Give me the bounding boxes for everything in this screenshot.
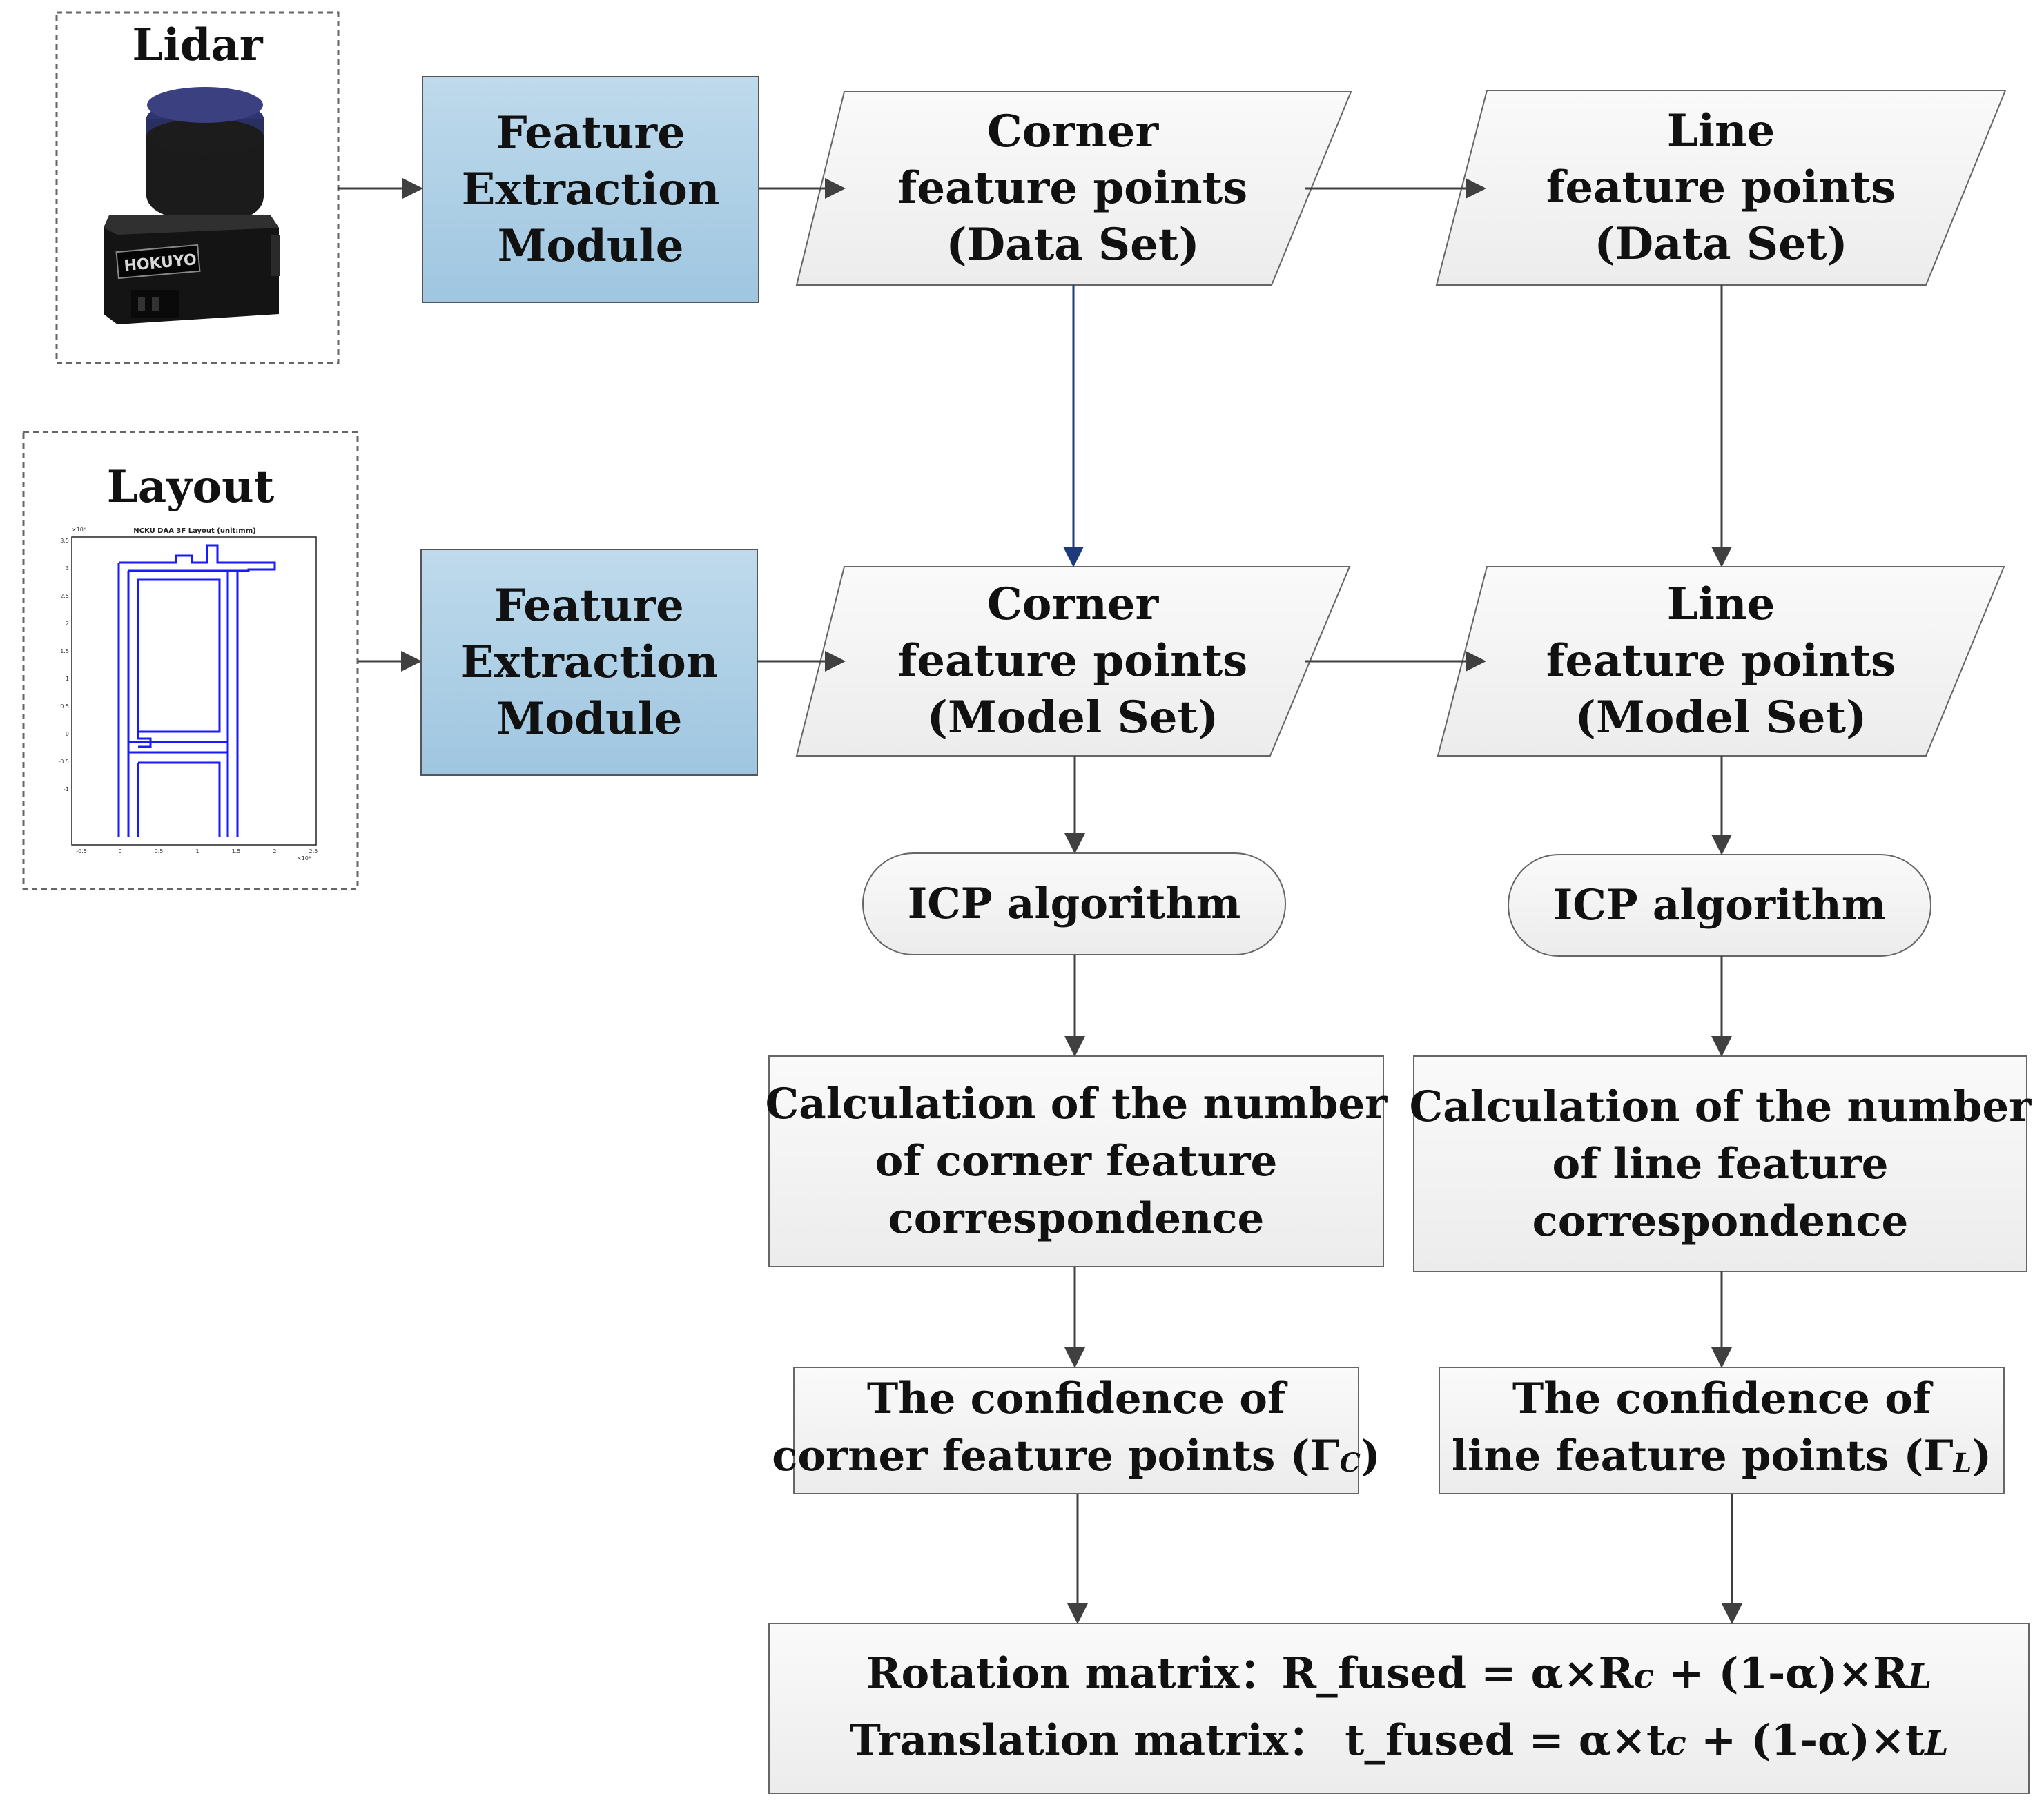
- feature-extraction-module-bottom: [420, 549, 758, 776]
- fe-top-line-2: Extraction: [461, 163, 720, 215]
- confidence-corner-text: The confidence of corner feature points …: [772, 1367, 1381, 1494]
- icp-line-label: ICP algorithm: [1553, 881, 1887, 930]
- icp-corner-text: ICP algorithm: [863, 853, 1285, 955]
- calc-corner-node: [768, 1055, 1384, 1267]
- confidence-corner-node: [793, 1367, 1359, 1494]
- confidence-line-text: The confidence of line feature points (Γ…: [1439, 1367, 2004, 1494]
- corner-data-line-3: (Data Set): [946, 219, 1200, 271]
- svg-text:-0.5: -0.5: [58, 759, 69, 765]
- connectors: [338, 178, 1742, 1624]
- svg-text:1.5: 1.5: [232, 848, 241, 855]
- svg-text:-0.5: -0.5: [76, 848, 87, 855]
- layout-y-exponent: ×10⁴: [72, 527, 86, 533]
- layout-label: Layout: [106, 461, 275, 513]
- calc-line-line-3: correspondence: [1532, 1196, 1909, 1246]
- icp-corner-label: ICP algorithm: [907, 879, 1241, 928]
- svg-text:1: 1: [195, 848, 199, 855]
- layout-y-ticks: 3.5 3 2.5 2 1.5 1 0.5 0 -0.5 -1: [58, 538, 69, 792]
- line-data-line-3: (Data Set): [1594, 218, 1848, 270]
- fusion-node: [768, 1623, 2030, 1794]
- line-data-line-1: Line: [1666, 105, 1775, 157]
- confidence-line-line-1: The confidence of: [1512, 1374, 1931, 1424]
- calc-line-line-2: of line feature: [1552, 1139, 1889, 1189]
- corner-data-text: Corner feature points (Data Set): [866, 92, 1280, 285]
- confidence-corner-line-2: corner feature points (ΓC): [772, 1432, 1381, 1481]
- fe-top-text: Feature Extraction Module: [422, 77, 759, 302]
- corner-model-line-2: feature points: [897, 635, 1248, 687]
- svg-text:0: 0: [118, 848, 121, 855]
- svg-text:1: 1: [66, 676, 69, 682]
- calc-line-line-1: Calculation of the number: [1409, 1082, 2032, 1131]
- layout-plot-title: NCKU DAA 3F Layout (unit:mm): [133, 527, 255, 535]
- svg-text:2: 2: [66, 621, 69, 627]
- corner-data-line-1: Corner: [986, 106, 1159, 157]
- svg-text:2: 2: [273, 848, 276, 855]
- corner-model-line-1: Corner: [986, 578, 1159, 630]
- calc-corner-text: Calculation of the number of corner feat…: [766, 1056, 1388, 1267]
- line-model-line-3: (Model Set): [1575, 692, 1867, 743]
- svg-text:-1: -1: [64, 786, 69, 792]
- calc-corner-line-2: of corner feature: [875, 1137, 1278, 1186]
- svg-text:0.5: 0.5: [60, 703, 69, 710]
- fe-bottom-text: Feature Extraction Module: [421, 549, 757, 775]
- line-data-text: Line feature points (Data Set): [1514, 90, 1928, 285]
- fusion-text: Rotation matrix：R_fused = α×Rc + (1-α)×R…: [769, 1623, 2029, 1793]
- line-model-line-2: feature points: [1546, 635, 1896, 687]
- svg-text:3.5: 3.5: [60, 538, 69, 544]
- fe-top-line-3: Module: [497, 219, 684, 272]
- line-data-line-2: feature points: [1546, 162, 1896, 213]
- corner-model-text: Corner feature points (Model Set): [866, 567, 1280, 756]
- svg-text:0: 0: [66, 731, 69, 737]
- lidar-device-image: HOKUYO: [101, 87, 284, 338]
- line-data-set-node: [1435, 90, 2007, 286]
- corner-model-line-3: (Model Set): [926, 692, 1219, 743]
- calc-corner-line-1: Calculation of the number: [765, 1080, 1388, 1129]
- layout-x-ticks: -0.5 0 0.5 1 1.5 2 2.5: [76, 848, 318, 855]
- calc-line-text: Calculation of the number of line featur…: [1410, 1056, 2032, 1271]
- rotation-matrix-formula: Rotation matrix：R_fused = α×Rc + (1-α)×R…: [866, 1649, 1932, 1698]
- svg-text:2.5: 2.5: [60, 593, 69, 599]
- svg-text:0.5: 0.5: [155, 848, 164, 855]
- line-model-text: Line feature points (Model Set): [1514, 567, 1928, 756]
- fe-bottom-line-2: Extraction: [460, 636, 719, 688]
- fe-top-line-1: Feature: [496, 106, 685, 159]
- icp-line-text: ICP algorithm: [1508, 855, 1931, 956]
- svg-text:3: 3: [66, 565, 69, 572]
- svg-text:2.5: 2.5: [309, 848, 318, 855]
- calc-corner-line-3: correspondence: [888, 1194, 1265, 1243]
- corner-model-set-node: [795, 566, 1351, 757]
- confidence-line-node: [1439, 1367, 2005, 1494]
- svg-text:1.5: 1.5: [60, 648, 69, 654]
- corner-data-set-node: [795, 91, 1352, 286]
- confidence-corner-line-1: The confidence of: [866, 1374, 1286, 1424]
- fe-bottom-line-1: Feature: [494, 579, 684, 632]
- layout-walls: [117, 544, 276, 837]
- fe-bottom-line-3: Module: [496, 692, 683, 745]
- line-model-line-1: Line: [1666, 578, 1775, 630]
- line-model-set-node: [1437, 566, 2005, 757]
- feature-extraction-module-top: [422, 76, 759, 303]
- calc-line-node: [1413, 1055, 2027, 1272]
- lidar-label: Lidar: [132, 19, 263, 71]
- corner-data-line-2: feature points: [897, 162, 1248, 214]
- layout-x-exponent: ×10⁴: [297, 855, 311, 861]
- confidence-line-line-2: line feature points (ΓL): [1451, 1432, 1992, 1481]
- translation-matrix-formula: Translation matrix： t_fused = α×tc + (1-…: [849, 1716, 1949, 1765]
- layout-plot-image: NCKU DAA 3F Layout (unit:mm) ×10⁴ ×10⁴ 3…: [43, 511, 341, 875]
